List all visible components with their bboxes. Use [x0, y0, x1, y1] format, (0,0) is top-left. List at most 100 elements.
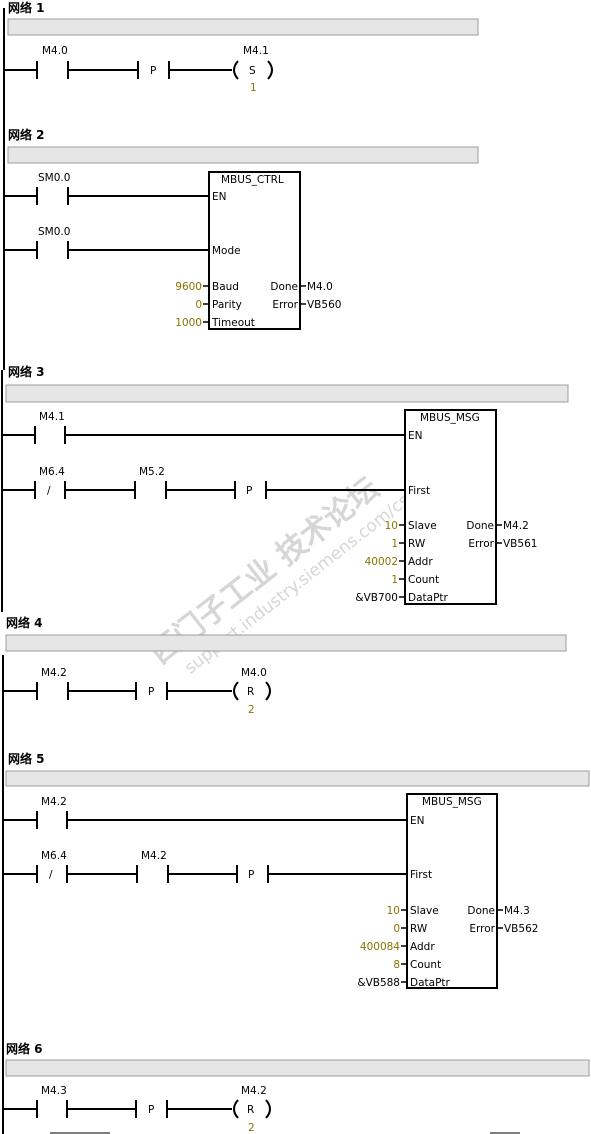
svg-text:Addr: Addr	[408, 556, 433, 568]
watermark: 西门子工业 技术论坛 support.industry.siemens.com/…	[143, 471, 413, 678]
count-value[interactable]: 8	[393, 959, 400, 971]
network-6[interactable]: 网络 6 M4.3 P R M4.2 2	[3, 1041, 590, 1134]
svg-text:M4.2: M4.2	[41, 667, 67, 679]
svg-text:P: P	[248, 869, 254, 881]
svg-text:Error: Error	[469, 923, 495, 935]
svg-text:Done: Done	[270, 281, 298, 293]
svg-text:P: P	[150, 65, 156, 77]
svg-text:/: /	[47, 485, 51, 497]
svg-text:P: P	[246, 485, 252, 497]
svg-text:Addr: Addr	[410, 941, 435, 953]
p-edge-contact[interactable]: P	[135, 682, 168, 700]
timeout-value[interactable]: 1000	[175, 317, 202, 329]
svg-text:M6.4: M6.4	[41, 850, 67, 862]
done-output[interactable]: M4.3	[504, 905, 530, 917]
svg-text:EN: EN	[212, 191, 227, 203]
network-4[interactable]: 网络 4 M4.2 P R M4.0 2	[2, 615, 567, 1134]
p-edge-contact[interactable]: P	[236, 865, 269, 883]
baud-value[interactable]: 9600	[175, 281, 202, 293]
svg-text:M4.2: M4.2	[241, 1085, 267, 1097]
svg-text:Error: Error	[272, 299, 298, 311]
contact-m4-2[interactable]: M4.2	[36, 796, 68, 829]
addr-value[interactable]: 400084	[360, 941, 400, 953]
dataptr-value[interactable]: &VB588	[357, 977, 400, 989]
svg-text:Baud: Baud	[212, 281, 239, 293]
svg-text:/: /	[49, 869, 53, 881]
error-output[interactable]: VB560	[307, 299, 341, 311]
network-5[interactable]: 网络 5 M4.2 / M6.4 M4.2 P	[3, 751, 590, 989]
contact-sm0-0-en[interactable]: SM0.0	[36, 172, 70, 205]
done-output[interactable]: M4.2	[503, 520, 529, 532]
parity-value[interactable]: 0	[195, 299, 202, 311]
contact-m4-2-b[interactable]: M4.2	[136, 850, 169, 883]
network-title: 网络 4	[6, 615, 43, 630]
p-edge-contact[interactable]: P	[234, 481, 267, 499]
svg-text:Timeout: Timeout	[211, 317, 255, 329]
svg-text:Count: Count	[410, 959, 441, 971]
svg-text:M4.1: M4.1	[243, 45, 269, 57]
nc-contact-m6-4[interactable]: / M6.4	[36, 850, 68, 883]
p-edge-contact[interactable]: P	[135, 1100, 168, 1118]
svg-text:Slave: Slave	[408, 520, 437, 532]
svg-text:M5.2: M5.2	[139, 466, 165, 478]
slave-value[interactable]: 10	[387, 905, 400, 917]
svg-text:First: First	[410, 869, 432, 881]
contact-m5-2[interactable]: M5.2	[134, 466, 167, 499]
svg-text:Parity: Parity	[212, 299, 242, 311]
svg-text:M4.3: M4.3	[41, 1085, 67, 1097]
reset-coil-m4-2[interactable]: R M4.2 2	[233, 1085, 271, 1134]
svg-text:Error: Error	[468, 538, 494, 550]
svg-text:First: First	[408, 485, 430, 497]
svg-text:SM0.0: SM0.0	[38, 226, 70, 238]
svg-text:M4.0: M4.0	[241, 667, 267, 679]
contact-m4-2[interactable]: M4.2	[36, 667, 69, 700]
contact-m4-3[interactable]: M4.3	[36, 1085, 68, 1118]
svg-text:S: S	[249, 65, 256, 77]
error-output[interactable]: VB561	[503, 538, 537, 550]
count-value[interactable]: 1	[391, 574, 398, 586]
contact-sm0-0-mode[interactable]: SM0.0	[36, 226, 70, 259]
network-comment-bar[interactable]	[7, 146, 479, 164]
network-2[interactable]: 网络 2 SM0.0 SM0.0 MBUS_CTRL EN Mode Baud …	[4, 127, 479, 330]
svg-text:2: 2	[248, 1122, 255, 1134]
network-title: 网络 6	[6, 1041, 43, 1056]
rw-value[interactable]: 0	[393, 923, 400, 935]
svg-text:Slave: Slave	[410, 905, 439, 917]
set-coil-m4-1[interactable]: S M4.1 1	[233, 45, 273, 94]
svg-text:MBUS_MSG: MBUS_MSG	[422, 796, 482, 808]
network-comment-bar[interactable]	[5, 634, 567, 652]
contact-m4-0[interactable]: M4.0	[36, 45, 69, 79]
network-1[interactable]: 网络 1 M4.0 P S M4.1 1	[3, 0, 479, 370]
svg-text:R: R	[247, 1104, 254, 1116]
svg-text:Done: Done	[466, 520, 494, 532]
svg-text:SM0.0: SM0.0	[38, 172, 70, 184]
svg-text:R: R	[247, 686, 254, 698]
done-output[interactable]: M4.0	[307, 281, 333, 293]
network-comment-bar[interactable]	[5, 770, 590, 787]
svg-text:Mode: Mode	[212, 245, 241, 257]
network-3[interactable]: 网络 3 M4.1 / M6.4 M5.2 P	[1, 364, 569, 612]
network-title: 网络 5	[8, 751, 45, 766]
mbus-msg-block-1[interactable]: MBUS_MSG EN First Slave RW Addr Count Da…	[404, 409, 497, 605]
network-title: 网络 1	[8, 0, 45, 15]
svg-text:Count: Count	[408, 574, 439, 586]
network-comment-bar[interactable]	[5, 1059, 590, 1077]
network-comment-bar[interactable]	[7, 18, 479, 36]
svg-text:P: P	[148, 686, 154, 698]
nc-contact-m6-4[interactable]: / M6.4	[34, 466, 66, 499]
reset-coil-m4-0[interactable]: R M4.0 2	[233, 667, 271, 716]
p-edge-contact[interactable]: P	[137, 61, 170, 79]
svg-text:M4.0: M4.0	[42, 45, 68, 57]
rw-value[interactable]: 1	[391, 538, 398, 550]
contact-m4-1[interactable]: M4.1	[34, 411, 66, 444]
addr-value[interactable]: 40002	[365, 556, 398, 568]
network-title: 网络 2	[8, 127, 45, 142]
network-comment-bar[interactable]	[5, 384, 569, 403]
dataptr-value[interactable]: &VB700	[355, 592, 398, 604]
slave-value[interactable]: 10	[385, 520, 398, 532]
svg-text:MBUS_CTRL: MBUS_CTRL	[221, 174, 284, 186]
error-output[interactable]: VB562	[504, 923, 538, 935]
mbus-ctrl-block[interactable]: MBUS_CTRL EN Mode Baud Parity Timeout Do…	[208, 171, 301, 330]
mbus-msg-block-2[interactable]: MBUS_MSG EN First Slave RW Addr Count Da…	[406, 793, 498, 989]
